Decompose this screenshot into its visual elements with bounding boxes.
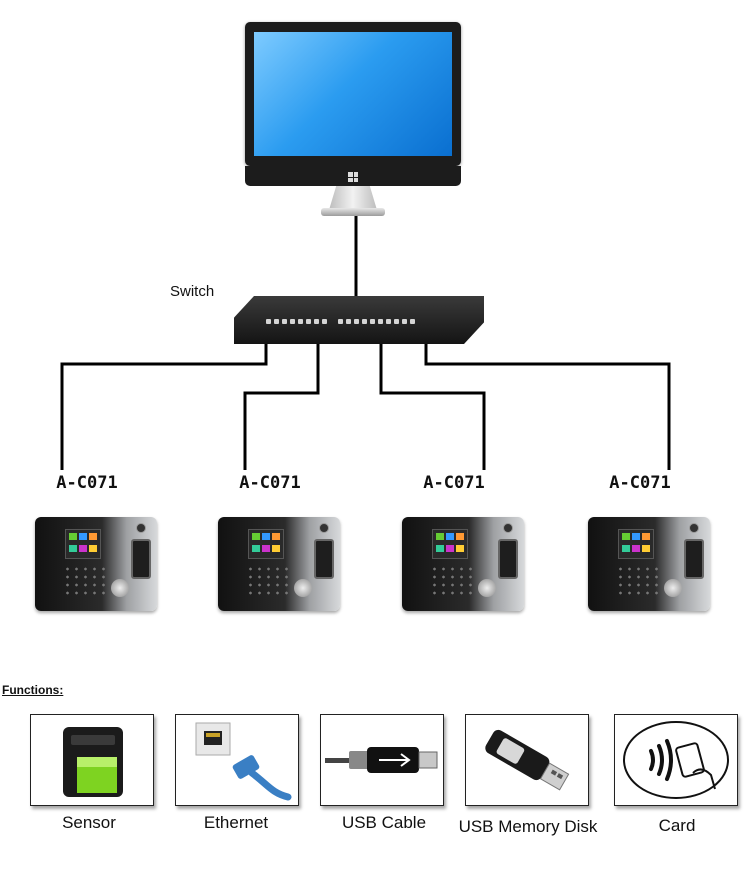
camera-icon [136, 523, 146, 533]
terminal-button [294, 579, 312, 597]
function-usb-memory-disk [465, 714, 589, 806]
switch-device-4-line [424, 340, 671, 470]
function-label-ethernet: Ethernet [203, 813, 269, 832]
device-label-1: A-C071 [56, 473, 118, 493]
device-label-2: A-C071 [239, 473, 301, 493]
terminal-screen [432, 529, 468, 559]
contactless-card-icon [623, 721, 729, 799]
windows-logo-icon [348, 172, 358, 182]
function-ethernet [175, 714, 299, 806]
terminal-screen [65, 529, 101, 559]
function-label-sensor: Sensor [62, 813, 116, 832]
terminal-screen [618, 529, 654, 559]
monitor-screen [254, 32, 452, 156]
functions-heading: Functions: [2, 683, 64, 697]
switch-device-2-line [243, 328, 320, 470]
terminal-button [111, 579, 129, 597]
camera-icon [689, 523, 699, 533]
fingerprint-reader [131, 539, 151, 579]
switch-label: Switch [170, 283, 215, 300]
camera-icon [319, 523, 329, 533]
switch-ports-right [338, 319, 415, 324]
terminal-button [478, 579, 496, 597]
switch-device-3-line [379, 332, 486, 470]
camera-icon [503, 523, 513, 533]
network-switch [234, 296, 484, 344]
function-label-usb-cable: USB Cable [341, 813, 427, 832]
terminal-keypad [430, 565, 476, 599]
attendance-terminal-3 [402, 517, 524, 611]
attendance-terminal-1 [35, 517, 157, 611]
function-label-usb-memory-disk: USB Memory Disk [458, 817, 598, 836]
monitor-bezel [245, 22, 461, 166]
monitor-stand-base [321, 208, 385, 216]
function-usb-cable [320, 714, 444, 806]
function-label-card: Card [658, 816, 696, 835]
switch-device-1-line [60, 328, 268, 470]
usb-flash-drive-icon [485, 729, 570, 791]
ethernet-cable-icon [195, 722, 292, 801]
function-sensor [30, 714, 154, 806]
terminal-keypad [246, 565, 292, 599]
fingerprint-sensor-icon [63, 727, 123, 797]
fingerprint-reader [314, 539, 334, 579]
device-label-4: A-C071 [609, 473, 671, 493]
terminal-keypad [616, 565, 662, 599]
monitor-stand [329, 186, 377, 210]
monitor-chin [245, 166, 461, 186]
terminal-keypad [63, 565, 109, 599]
attendance-terminal-2 [218, 517, 340, 611]
usb-cable-icon [325, 747, 438, 773]
device-label-3: A-C071 [423, 473, 485, 493]
attendance-terminal-4 [588, 517, 710, 611]
terminal-button [664, 579, 682, 597]
function-card [614, 714, 738, 806]
computer-monitor [245, 22, 461, 216]
switch-ports-left [266, 319, 327, 324]
terminal-screen [248, 529, 284, 559]
fingerprint-reader [498, 539, 518, 579]
fingerprint-reader [684, 539, 704, 579]
